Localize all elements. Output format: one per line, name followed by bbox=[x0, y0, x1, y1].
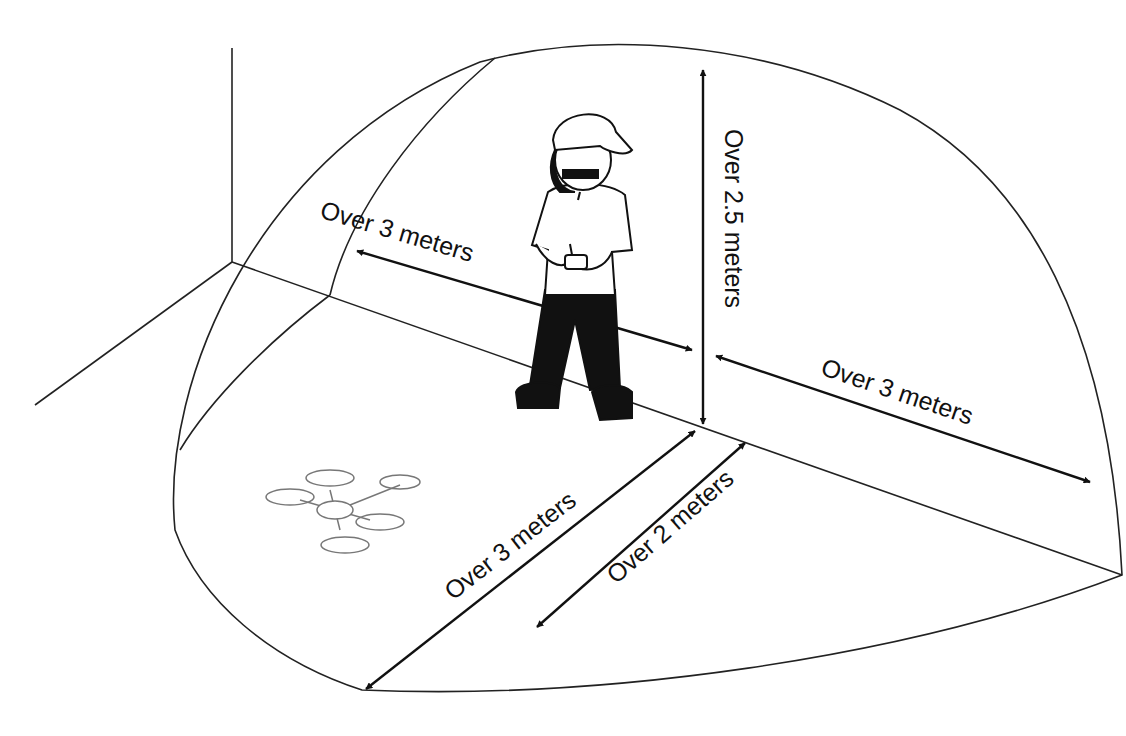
glasses bbox=[563, 170, 598, 178]
dimension-label: Over 2 meters bbox=[599, 462, 741, 590]
pants bbox=[530, 290, 620, 390]
drone-body bbox=[317, 501, 353, 519]
rotor bbox=[356, 514, 404, 530]
dome-outline bbox=[174, 45, 1122, 692]
shirt bbox=[532, 184, 632, 295]
dimension-label: Over 3 meters bbox=[437, 484, 583, 606]
distance-arrow bbox=[537, 443, 745, 627]
wall-corner-line bbox=[231, 48, 233, 262]
cap bbox=[553, 114, 632, 153]
dimension-label: Over 3 meters bbox=[815, 352, 979, 430]
rotor bbox=[266, 489, 314, 505]
dome-floor-curve bbox=[180, 295, 330, 450]
neck bbox=[578, 192, 580, 200]
height-arrow bbox=[702, 70, 704, 424]
floor-wall-line bbox=[35, 262, 232, 405]
operator-figure bbox=[516, 114, 632, 420]
remote-controller bbox=[565, 255, 587, 269]
right-arrow bbox=[716, 356, 1090, 482]
left-arrow bbox=[357, 251, 692, 350]
room-and-dome bbox=[35, 45, 1122, 692]
dimension-label: Over 2.5 meters bbox=[720, 125, 747, 310]
antenna bbox=[570, 244, 572, 255]
shoe bbox=[516, 382, 560, 408]
dimension-label: Over 3 meters bbox=[314, 195, 479, 268]
dimension-arrows bbox=[357, 70, 1090, 689]
rotor bbox=[306, 470, 354, 486]
rotor bbox=[380, 475, 420, 489]
shoe bbox=[592, 385, 632, 420]
drone-frame bbox=[300, 490, 370, 530]
drone-frame bbox=[350, 485, 400, 505]
drone-figure bbox=[266, 470, 420, 553]
rotor bbox=[321, 537, 369, 553]
